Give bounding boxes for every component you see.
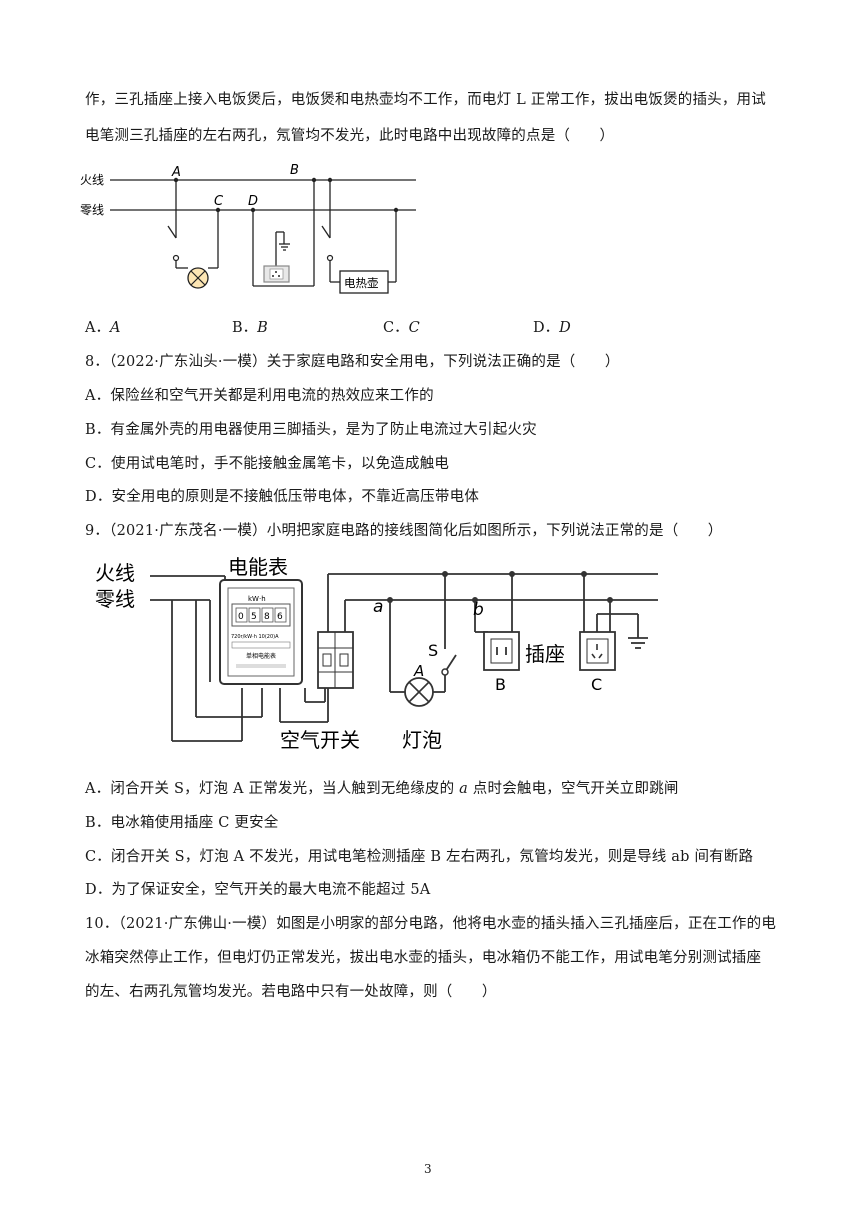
electricity-meter-icon: kW·h 0 5 8 6 720r/kW·h 10(20)A 单相电能表 — [219, 579, 303, 685]
q7-option-d[interactable]: D．D — [533, 316, 571, 337]
q10-stem-line-3: 的左、右两孔氖管均发光。若电路中只有一处故障，则（ ） — [85, 984, 497, 1000]
socket-icon — [263, 265, 290, 283]
meter-digit: 5 — [251, 612, 257, 622]
q10-stem-line-2: 冰箱突然停止工作，但电灯仍正常发光，拔出电水壶的插头，电冰箱仍不能工作，用试电笔… — [85, 950, 762, 966]
option-prefix: B． — [232, 320, 258, 336]
option-text: 点时会触电，空气开关立即跳闸 — [467, 781, 679, 797]
q10-stem-line-1: 10．（2021·广东佛山·一模）如图是小明家的部分电路，他将电水壶的插头插入三… — [85, 916, 777, 932]
bulb-label: 灯泡 — [402, 728, 442, 752]
q7-option-c[interactable]: C．C — [383, 316, 420, 337]
point-a-label: a — [373, 597, 383, 617]
kettle-label: 电热壶 — [344, 276, 379, 290]
fire-line-label: 火线 — [80, 173, 104, 187]
neutral-line-label: 零线 — [80, 203, 104, 217]
meter-spec-label: 720r/kW·h 10(20)A — [231, 634, 279, 640]
q7-option-b[interactable]: B．B — [232, 316, 268, 337]
q7-stem-line-2: 电笔测三孔插座的左右两孔，氖管均不发光，此时电路中出现故障的点是（ ） — [85, 128, 615, 144]
page-number: 3 — [424, 1162, 432, 1176]
bulb-icon — [404, 677, 434, 707]
lamp-a-label: A — [413, 662, 424, 680]
q9-option-c[interactable]: C．闭合开关 S，灯泡 A 不发光，用试电笔检测插座 B 左右两孔，氖管均发光，… — [85, 849, 754, 865]
point-a-label: A — [171, 165, 181, 180]
option-value: A — [109, 320, 121, 336]
socket-b-label: B — [495, 675, 506, 694]
meter-name-label: 单相电能表 — [246, 652, 276, 660]
meter-unit-label: kW·h — [248, 595, 266, 603]
air-switch-label: 空气开关 — [280, 728, 360, 752]
kettle-box — [339, 270, 389, 294]
q7-option-a[interactable]: A．A — [85, 316, 120, 337]
option-prefix: A． — [85, 320, 110, 336]
fire-line-label: 火线 — [95, 561, 135, 585]
q9-option-a[interactable]: A．闭合开关 S，灯泡 A 正常发光，当人触到无绝缘皮的 a 点时会触电，空气开… — [85, 777, 679, 798]
point-c-label: C — [214, 194, 224, 209]
switch-s-label: S — [428, 641, 438, 660]
option-italic: a — [459, 781, 468, 797]
q9-circuit-figure: kW·h 0 5 8 6 720r/kW·h 10(20)A 单相电能表 — [95, 555, 658, 752]
q9-option-b[interactable]: B．电冰箱使用插座 C 更安全 — [85, 815, 279, 831]
q8-stem: 8．（2022·广东汕头·一模）关于家庭电路和安全用电，下列说法正确的是（ ） — [85, 354, 620, 370]
socket-c-icon — [579, 631, 616, 671]
option-prefix: C． — [383, 320, 409, 336]
air-switch-icon — [317, 631, 354, 689]
option-value: D — [559, 320, 571, 336]
socket-c-label: C — [591, 675, 602, 694]
q8-option-b[interactable]: B．有金属外壳的用电器使用三脚插头，是为了防止电流过大引起火灾 — [85, 422, 537, 438]
option-value: C — [408, 320, 420, 336]
option-text: A．闭合开关 S，灯泡 A 正常发光，当人触到无绝缘皮的 — [85, 781, 460, 797]
meter-label: 电能表 — [228, 555, 288, 579]
point-b-label: b — [473, 600, 484, 620]
neutral-line-label: 零线 — [95, 587, 135, 611]
meter-digit: 0 — [238, 612, 244, 622]
meter-digit: 8 — [264, 612, 270, 622]
socket-b-icon — [483, 631, 520, 671]
q8-option-c[interactable]: C．使用试电笔时，手不能接触金属笔卡，以免造成触电 — [85, 456, 450, 472]
option-value: B — [257, 320, 268, 336]
q8-option-d[interactable]: D．安全用电的原则是不接触低压带电体，不靠近高压带电体 — [85, 489, 480, 505]
lamp-icon — [187, 267, 209, 289]
q7-stem-line-1: 作，三孔插座上接入电饭煲后，电饭煲和电热壶均不工作，而电灯 L 正常工作，拔出电… — [85, 92, 766, 108]
point-d-label: D — [248, 194, 258, 209]
point-b-label: B — [290, 163, 299, 178]
q8-option-a[interactable]: A．保险丝和空气开关都是利用电流的热效应来工作的 — [85, 388, 434, 404]
q7-circuit-figure: 火线 零线 A C D B 电热壶 — [80, 163, 416, 294]
q9-stem: 9．（2021·广东茂名·一模）小明把家庭电路的接线图简化后如图所示，下列说法正… — [85, 523, 723, 539]
option-prefix: D． — [533, 320, 560, 336]
meter-digit: 6 — [277, 612, 283, 622]
socket-label: 插座 — [525, 642, 565, 666]
q9-option-d[interactable]: D．为了保证安全，空气开关的最大电流不能超过 5A — [85, 882, 431, 898]
